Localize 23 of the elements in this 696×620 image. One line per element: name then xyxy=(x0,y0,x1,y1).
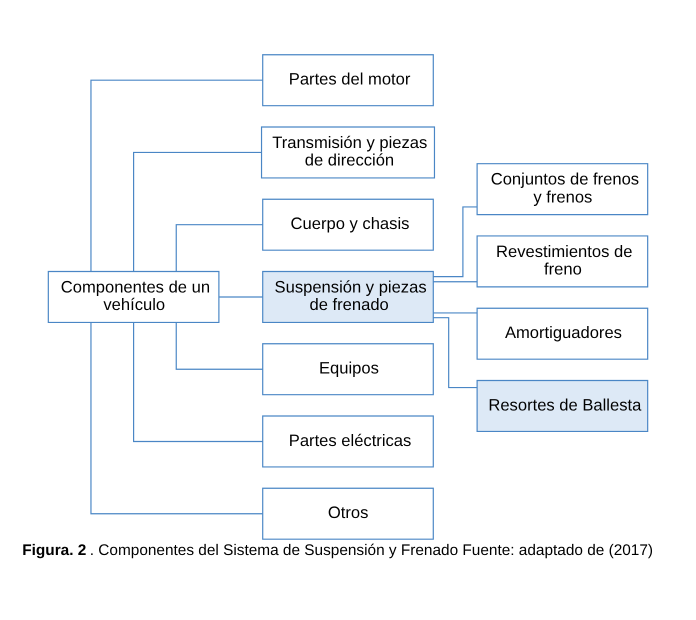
connector xyxy=(433,312,477,314)
node-box: Transmisión y piezas de dirección xyxy=(260,126,436,179)
node-box: Revestimientos de freno xyxy=(476,235,648,288)
connector xyxy=(133,152,262,272)
node-box: Partes del motor xyxy=(262,54,434,106)
connector xyxy=(90,322,262,514)
caption: Figura. 2. Componentes del Sistema de Suspensión y Frenado Fuente: adaptado de (2017) xyxy=(22,542,654,560)
connector xyxy=(176,224,263,272)
node-box: Cuerpo y chasis xyxy=(262,198,434,251)
connector xyxy=(90,80,262,272)
connector xyxy=(218,296,263,298)
node-box: Amortiguadores xyxy=(476,308,648,360)
node-box: Otros xyxy=(262,488,434,540)
node-box: Componentes de un vehículo xyxy=(48,270,220,324)
node-box: Partes eléctricas xyxy=(262,415,434,468)
node-box: Equipos xyxy=(262,343,434,396)
node-box: Resortes de Ballesta xyxy=(476,380,648,432)
node-box: Conjuntos de frenos y frenos xyxy=(476,163,648,216)
node-box: Suspensión y piezas de frenado xyxy=(262,270,434,324)
connector xyxy=(433,281,477,282)
connector xyxy=(433,317,477,388)
connector xyxy=(133,322,263,442)
connector xyxy=(176,322,263,370)
